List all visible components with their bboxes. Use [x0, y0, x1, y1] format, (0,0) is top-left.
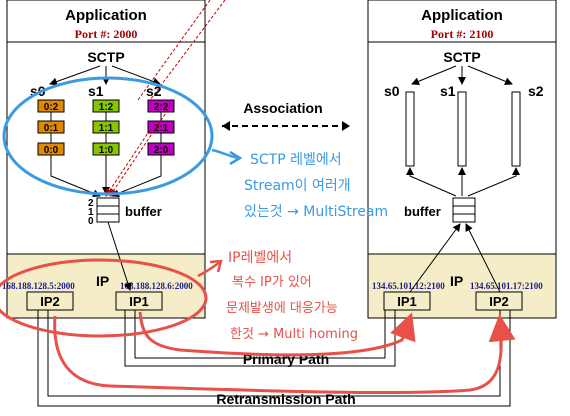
- right-ip-address-2: 134.65.101.17:2100: [470, 281, 543, 291]
- right-stream-s1: [457, 91, 467, 167]
- ip-highlight-ellipse: [0, 258, 208, 338]
- right-app-label: Application: [421, 7, 503, 24]
- right-node: Application Port #: 2100 SCTP s0 s1 s2 b…: [367, 0, 557, 319]
- right-stream-s2-label: s2: [528, 83, 544, 99]
- stream-highlight-ellipse: [2, 76, 214, 196]
- stream-note-line-1: SCTP 레벨에서: [250, 152, 342, 168]
- stream-cell: 2:2: [154, 102, 169, 113]
- left-ip-label: IP: [96, 273, 109, 289]
- retransmission-path-label: Retransmission Path: [216, 391, 355, 407]
- right-iface-ip1: [383, 291, 431, 311]
- right-stream-s0: [405, 91, 415, 167]
- stream-cell: 1:2: [99, 102, 114, 113]
- stream-cell: 0:0: [44, 145, 59, 156]
- left-buffer: 2 1 0 buffer: [88, 197, 162, 227]
- buffer-index: 2: [88, 198, 94, 209]
- ip-note-line-3: 문제발생에 대응가능: [226, 301, 338, 316]
- stream-cell: 2:0: [154, 145, 169, 156]
- right-buffer: buffer: [404, 197, 476, 223]
- association-label: Association: [243, 100, 322, 116]
- stream-note-arrow: [211, 148, 239, 160]
- right-sctp-label: SCTP: [443, 49, 480, 65]
- left-iface-ip1-label: IP1: [129, 294, 149, 309]
- left-iface-ip2-label: IP2: [40, 294, 60, 309]
- left-port-label: Port #: 2000: [75, 27, 138, 41]
- left-stream-s2-label: s2: [146, 83, 162, 99]
- right-stream-s2: [511, 91, 521, 167]
- red-dashed-arrow: [109, 109, 169, 197]
- stream-cell: 1:1: [99, 123, 114, 134]
- left-ip-address-2: 168.188.128.6:2000: [120, 281, 193, 291]
- right-port-label: Port #: 2100: [431, 27, 494, 41]
- stream-cell: 0:1: [44, 123, 59, 134]
- left-stream-s1-label: s1: [88, 83, 104, 99]
- stream-cell: 0:2: [44, 102, 59, 113]
- retransmission-path-line: [37, 310, 511, 407]
- left-stream-s1: 1:2 1:1 1:0: [92, 99, 120, 156]
- stream-cell: 2:1: [154, 123, 169, 134]
- retransmission-path-highlight: [53, 314, 516, 395]
- right-stream-s1-label: s1: [440, 83, 456, 99]
- right-application-layer: [367, 0, 557, 43]
- right-stream-s0-label: s0: [384, 83, 400, 99]
- buffer-index: 0: [88, 216, 94, 227]
- ip-note-line-1: IP레벨에서: [228, 250, 292, 266]
- left-iface-ip2: [26, 291, 74, 311]
- stream-cell: 1:0: [99, 145, 114, 156]
- left-application-layer: [6, 0, 206, 43]
- right-ip-label: IP: [450, 273, 463, 289]
- primary-path-highlight: [138, 311, 416, 357]
- right-iface-ip2: [475, 291, 523, 311]
- right-ip-address-1: 134.65.101.12:2100: [372, 281, 445, 291]
- left-sctp-label: SCTP: [87, 49, 124, 65]
- ip-note-arrow: [197, 260, 221, 278]
- buffer-index: 1: [88, 207, 94, 218]
- right-iface-ip2-label: IP2: [489, 294, 509, 309]
- right-buffer-label: buffer: [404, 204, 441, 219]
- left-ip-address-1: 168.188.128.5:2000: [2, 281, 75, 291]
- ip-note-line-4: 한것 → Multi homing: [230, 327, 358, 342]
- stream-note-line-2: Stream이 여러개: [244, 178, 351, 194]
- left-stream-s2: 2:2 2:1 2:0: [147, 99, 175, 156]
- left-stream-s0: 0:2 0:1 0:0: [37, 99, 65, 156]
- right-iface-ip1-label: IP1: [397, 294, 417, 309]
- stream-note-line-3: 있는것 → MultiStream: [244, 204, 388, 220]
- left-buffer-label: buffer: [125, 204, 162, 219]
- left-iface-ip1: [115, 291, 163, 311]
- left-app-label: Application: [65, 7, 147, 24]
- ip-note-line-2: 복수 IP가 있어: [232, 275, 312, 290]
- incoming-arrow: [149, 0, 226, 101]
- red-dashed-arrow: [105, 129, 151, 197]
